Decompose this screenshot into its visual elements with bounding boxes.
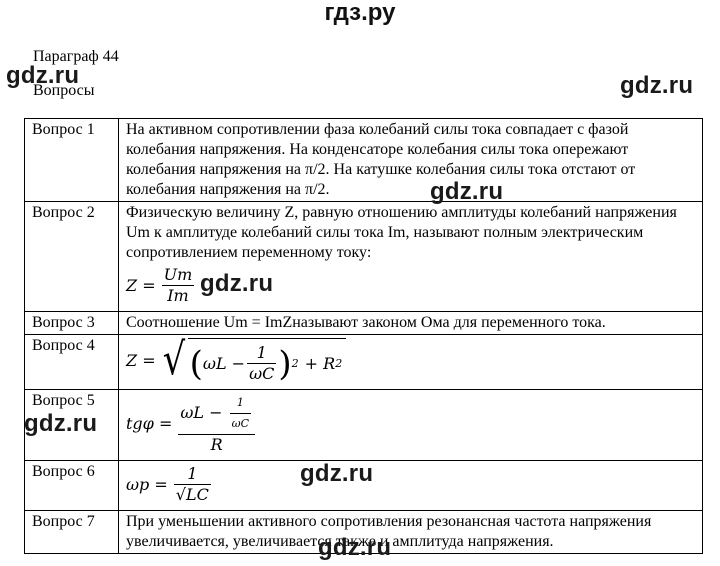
answer-text: Физическую величину Z, равную отношению …	[126, 204, 677, 261]
questions-table: Вопрос 1 На активном сопротивлении фаза …	[24, 118, 703, 554]
fraction-numerator: 1	[236, 396, 244, 409]
watermark: gdz.ru	[6, 62, 80, 89]
fraction-numerator: ωL − 1 ωC	[178, 393, 255, 434]
fraction-denominator: ωC	[247, 363, 277, 383]
table-row: Вопрос 3 Соотношение Um = ImZназывают за…	[24, 311, 703, 335]
table-row: Вопрос 2 Физическую величину Z, равную о…	[24, 201, 703, 312]
formula-term: ωL −	[202, 353, 246, 373]
formula-lhs: tgφ =	[126, 414, 173, 433]
fraction-numerator: Um	[163, 265, 193, 284]
watermark: gdz.ru	[620, 72, 694, 99]
impedance-formula: Z = Um Im	[126, 265, 196, 306]
question-label: Вопрос 6	[24, 460, 119, 511]
formula-tail: + R	[304, 353, 336, 373]
formula-lhs: ωр =	[126, 474, 168, 494]
answer-text: На активном сопротивлении фаза колебаний…	[118, 118, 703, 202]
fraction-numerator: 1	[256, 343, 267, 362]
phase-formula: tgφ = ωL − 1 ωC R	[126, 393, 257, 455]
question-label: Вопрос 3	[24, 311, 119, 335]
fraction-denominator: ωC	[229, 413, 252, 434]
section-heading: Вопросы	[33, 82, 95, 99]
question-label: Вопрос 2	[24, 201, 119, 312]
answer-cell: Физическую величину Z, равную отношению …	[118, 201, 703, 312]
fraction: ωL − 1 ωC R	[178, 393, 256, 455]
inner-fraction: 1 ωC	[229, 393, 252, 434]
paragraph-heading: Параграф 44	[33, 48, 119, 65]
answer-cell: ωр = 1 √LC	[118, 460, 703, 511]
fraction: Um Im	[161, 265, 195, 306]
resonance-formula: ωр = 1 √LC	[126, 464, 213, 505]
square-root: √ ( ωL − 1 ωC ) 2 + R 2	[160, 338, 347, 384]
site-title: гдз.ру	[324, 0, 396, 26]
formula-term: ωL −	[180, 403, 223, 422]
question-label: Вопрос 5	[24, 389, 119, 461]
question-label: Вопрос 7	[24, 510, 119, 554]
watermark: gdz.ru	[200, 270, 274, 297]
exponent: 2	[291, 356, 299, 370]
watermark: gdz.ru	[24, 410, 98, 437]
fraction-denominator: √LC	[173, 484, 211, 504]
fraction-numerator: 1	[187, 464, 198, 483]
answer-cell: Z = √ ( ωL − 1 ωC ) 2 + R 2	[118, 334, 703, 390]
radical-sign: √	[162, 334, 185, 385]
exponent: 2	[335, 356, 343, 370]
table-row: Вопрос 6 ωр = 1 √LC	[24, 460, 703, 511]
answer-text: При уменьшении активного сопротивления р…	[118, 510, 703, 554]
table-row: Вопрос 4 Z = √ ( ωL − 1 ωC ) 2 + R	[24, 334, 703, 390]
radicand: ( ωL − 1 ωC ) 2 + R 2	[187, 338, 347, 384]
watermark: gdz.ru	[318, 534, 392, 561]
fraction: 1 √LC	[173, 464, 211, 505]
fraction-denominator: Im	[161, 285, 195, 306]
fraction: 1 ωC	[247, 343, 277, 384]
table-row: Вопрос 7 При уменьшении активного сопрот…	[24, 510, 703, 554]
question-label: Вопрос 4	[24, 334, 119, 390]
watermark: gdz.ru	[300, 460, 374, 487]
paren-open: (	[189, 343, 203, 384]
answer-text: Соотношение Um = ImZназывают законом Ома…	[118, 311, 703, 335]
table-row: Вопрос 5 tgφ = ωL − 1 ωC R	[24, 389, 703, 461]
watermark: gdz.ru	[430, 178, 504, 205]
paren-close: )	[278, 343, 292, 384]
impedance-root-formula: Z = √ ( ωL − 1 ωC ) 2 + R 2	[126, 338, 347, 384]
formula-lhs: Z =	[126, 351, 156, 370]
formula-lhs: Z =	[126, 275, 156, 295]
table-row: Вопрос 1 На активном сопротивлении фаза …	[24, 118, 703, 202]
fraction-denominator: R	[178, 434, 256, 455]
answer-cell: tgφ = ωL − 1 ωC R	[118, 389, 703, 461]
question-label: Вопрос 1	[24, 118, 119, 202]
